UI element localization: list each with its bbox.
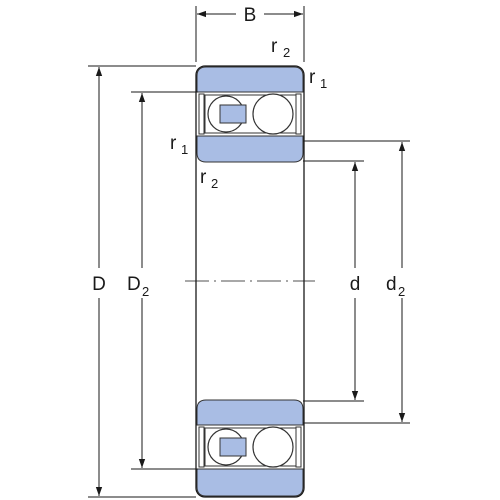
label-B: B (244, 5, 257, 26)
bottom-ball-right (252, 426, 294, 468)
label-D: D (92, 274, 106, 295)
bottom-outer-ring (196, 468, 304, 497)
top-ball-retainer (219, 104, 247, 124)
r2-top-subscript: 2 (283, 45, 290, 60)
r2-left-subscript: 2 (211, 176, 218, 191)
r1-left-subscript: 1 (181, 142, 188, 157)
bearing-outline (195, 65, 305, 498)
top-seal-right (295, 93, 302, 135)
dimension-d: d (303, 160, 364, 402)
bottom-bearing-section (196, 399, 304, 497)
dimension-D: D (88, 65, 196, 498)
r2-left-letter: r (200, 167, 207, 188)
label-d: d (350, 274, 361, 295)
top-ball-right (252, 93, 294, 135)
label-r2-top: r 2 (271, 36, 290, 60)
dimension-D2: D 2 (127, 91, 198, 470)
label-D2-letter: D (127, 274, 141, 295)
label-D2-subscript: 2 (142, 284, 149, 299)
label-r2-left: r 2 (200, 167, 218, 191)
dimension-d2: d 2 (303, 140, 410, 424)
bottom-ball-retainer (219, 437, 247, 457)
r1-top-letter: r (309, 67, 316, 88)
label-r1-top: r 1 (309, 67, 327, 91)
top-inner-ring (196, 135, 304, 163)
label-r1-left: r 1 (170, 133, 188, 157)
bottom-inner-ring (196, 399, 304, 426)
r1-top-subscript: 1 (320, 76, 327, 91)
top-outer-ring (196, 66, 304, 93)
label-d2-letter: d (386, 274, 397, 295)
top-seal-left (198, 93, 205, 135)
r1-left-letter: r (170, 133, 177, 154)
r2-top-letter: r (271, 36, 278, 57)
dimension-B: B (195, 5, 305, 62)
label-d2-subscript: 2 (398, 284, 405, 299)
bottom-seal-left (198, 426, 205, 468)
bottom-seal-right (295, 426, 302, 468)
top-bearing-section (196, 66, 304, 163)
